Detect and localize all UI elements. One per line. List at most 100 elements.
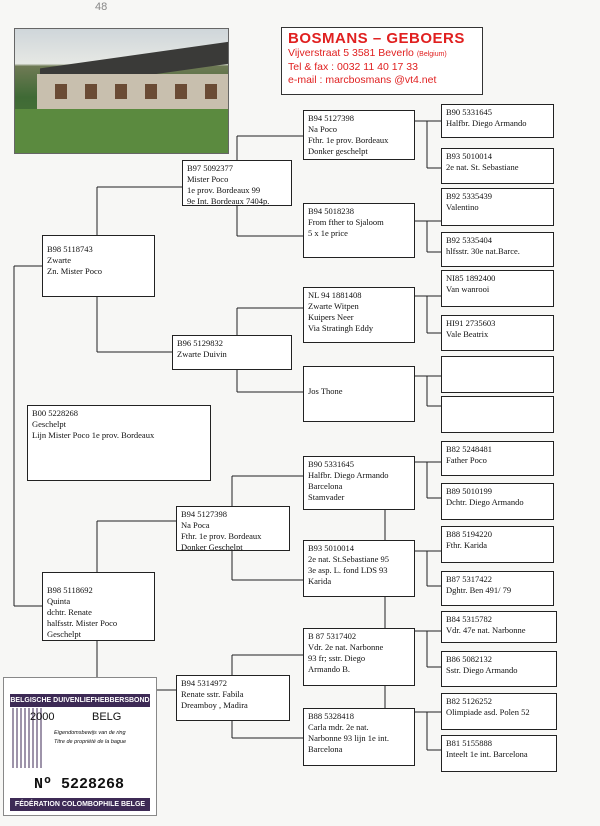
ring-card-country: BELG <box>92 711 122 723</box>
pigeon-info: Quinta <box>47 596 71 606</box>
pigeon-info: Barcelona <box>308 744 343 754</box>
ring-card-caption: Titre de propriété de la bague <box>54 739 127 745</box>
pigeon-info: Halfbr. Diego Armando <box>446 118 527 128</box>
great-grandparent-box: B88 5328418 Carla mdr. 2e nat. Narbonne … <box>303 708 415 766</box>
great-grandparent-box: B94 5127398 Na Poco Fthr. 1e prov. Borde… <box>303 110 415 160</box>
pigeon-info: 1e prov. Bordeaux 99 <box>187 185 261 195</box>
ring-number: B92 5335439 <box>446 191 493 201</box>
ancestor-box <box>441 356 554 393</box>
pigeon-info: dchtr. Renate <box>47 607 92 617</box>
pigeon-info: Via Stratingh Eddy <box>308 323 374 333</box>
pigeon-info: Vdr. 47e nat. Narbonne <box>446 625 526 635</box>
ring-card-bottom-band: FÉDÉRATION COLOMBOPHILE BELGE <box>10 798 150 811</box>
ring-card-number: Nº 5228268 <box>34 776 125 793</box>
pigeon-info: Halfbr. Diego Armando <box>308 470 389 480</box>
pigeon-info: Dreamboy , Madira <box>181 700 248 710</box>
pigeon-info: Fthr. 1e prov. Bordeaux <box>181 531 262 541</box>
grandparent-box: B94 5127398 Na Poca Fthr. 1e prov. Borde… <box>176 506 290 551</box>
pigeon-info: Van wanrooi <box>446 284 490 294</box>
pigeon-info: Zwarte Witpen <box>308 301 359 311</box>
ring-number: B90 5331645 <box>308 459 355 469</box>
breeder-header: BOSMANS – GEBOERS Vijverstraat 5 3581 Be… <box>281 27 483 95</box>
pigeon-info: Kuipers Neer <box>308 312 354 322</box>
pigeon-info: Carla mdr. 2e nat. <box>308 722 369 732</box>
ring-number: B97 5092377 <box>187 163 234 173</box>
pigeon-info: Geschelpt <box>47 629 81 639</box>
pigeon-info: halfsstr. Mister Poco <box>47 618 118 628</box>
pigeon-info: Olimpiade asd. Polen 52 <box>446 707 530 717</box>
pigeon-info: Na Poco <box>308 124 338 134</box>
pigeon-info: 5 x 1e price <box>308 228 348 238</box>
ring-number: B93 5010014 <box>308 543 355 553</box>
pigeon-info: Sstr. Diego Armando <box>446 665 518 675</box>
ring-number: B92 5335404 <box>446 235 493 245</box>
ring-ownership-card: BELGISCHE DUIVENLIEFHEBBERSBOND 2000 BEL… <box>3 677 157 816</box>
pigeon-info: Lijn Mister Poco 1e prov. Bordeaux <box>32 430 155 440</box>
ring-number: B86 5082132 <box>446 654 493 664</box>
pigeon-info: 2e nat. St.Sebastiane 95 <box>308 554 389 564</box>
pigeon-info: Fthr. 1e prov. Bordeaux <box>308 135 389 145</box>
pigeon-info: Mister Poco <box>187 174 229 184</box>
pigeon-info: Karida <box>308 576 332 586</box>
ring-number: NI85 1892400 <box>446 273 496 283</box>
pigeon-info: Fthr. Karida <box>446 540 488 550</box>
ring-number: B89 5010199 <box>446 486 493 496</box>
ring-number: B87 5317422 <box>446 574 493 584</box>
pigeon-info: Barcelona <box>308 481 343 491</box>
sire-box: B98 5118743 Zwarte Zn. Mister Poco <box>42 235 155 297</box>
pigeon-info: 9e Int. Bordeaux 7404p. <box>187 196 270 206</box>
ring-number: HI91 2735603 <box>446 318 496 328</box>
grandparent-box: B96 5129832 Zwarte Duivin <box>172 335 292 370</box>
ring-number: B98 5118743 <box>47 244 93 254</box>
ancestor-box <box>441 396 554 433</box>
ring-number: B94 5018238 <box>308 206 355 216</box>
great-grandparent-box: Jos Thone <box>303 366 415 422</box>
breeder-email: e-mail : marcbosmans @vt4.net <box>288 74 437 86</box>
pigeon-info: Donker geschelpt <box>308 146 368 156</box>
pigeon-info: Valentino <box>446 202 479 212</box>
pigeon-info: 2e nat. St. Sebastiane <box>446 162 519 172</box>
great-grandparent-box: B 87 5317402 Vdr. 2e nat. Narbonne 93 fr… <box>303 628 415 686</box>
great-grandparent-box: B94 5018238 From fther to Sjaloom 5 x 1e… <box>303 203 415 258</box>
pigeon-info: Dchtr. Diego Armando <box>446 497 524 507</box>
ring-number: B93 5010014 <box>446 151 493 161</box>
ring-number: B00 5228268 <box>32 408 79 418</box>
ring-number: B94 5314972 <box>181 678 228 688</box>
breeder-address: Vijverstraat 5 3581 Beverlo <box>288 47 414 59</box>
pigeon-info: Narbonne 93 lijn 1e int. <box>308 733 389 743</box>
pigeon-info: Zwarte <box>47 255 72 265</box>
ring-number: B94 5127398 <box>308 113 355 123</box>
grandparent-box: B97 5092377 Mister Poco 1e prov. Bordeau… <box>182 160 292 206</box>
ring-card-year: 2000 <box>30 711 55 723</box>
pigeon-info: Renate sstr. Fabila <box>181 689 244 699</box>
great-grandparent-box: B90 5331645 Halfbr. Diego Armando Barcel… <box>303 456 415 510</box>
pigeon-info: Na Poca <box>181 520 210 530</box>
ring-number: B88 5328418 <box>308 711 355 721</box>
ring-number: B94 5127398 <box>181 509 228 519</box>
pigeon-info: Jos Thone <box>308 386 343 396</box>
ring-number: B81 5155888 <box>446 738 493 748</box>
pigeon-info: Dghtr. Ben 491/ 79 <box>446 585 512 595</box>
breeder-name: BOSMANS – GEBOERS <box>288 30 465 47</box>
loft-photo <box>14 28 229 154</box>
page-number: 48 <box>95 1 108 13</box>
ring-number: B90 5331645 <box>446 107 493 117</box>
breeder-telfax: Tel & fax : 0032 11 40 17 33 <box>288 61 418 73</box>
ring-number: B88 5194220 <box>446 529 493 539</box>
ring-card-pattern <box>12 708 42 768</box>
ring-number: B82 5248481 <box>446 444 493 454</box>
pigeon-info: 3e asp. L. fond LDS 93 <box>308 565 388 575</box>
subject-pigeon: B00 5228268 Geschelpt Lijn Mister Poco 1… <box>27 405 211 481</box>
ring-card-top-band: BELGISCHE DUIVENLIEFHEBBERSBOND <box>10 694 150 707</box>
